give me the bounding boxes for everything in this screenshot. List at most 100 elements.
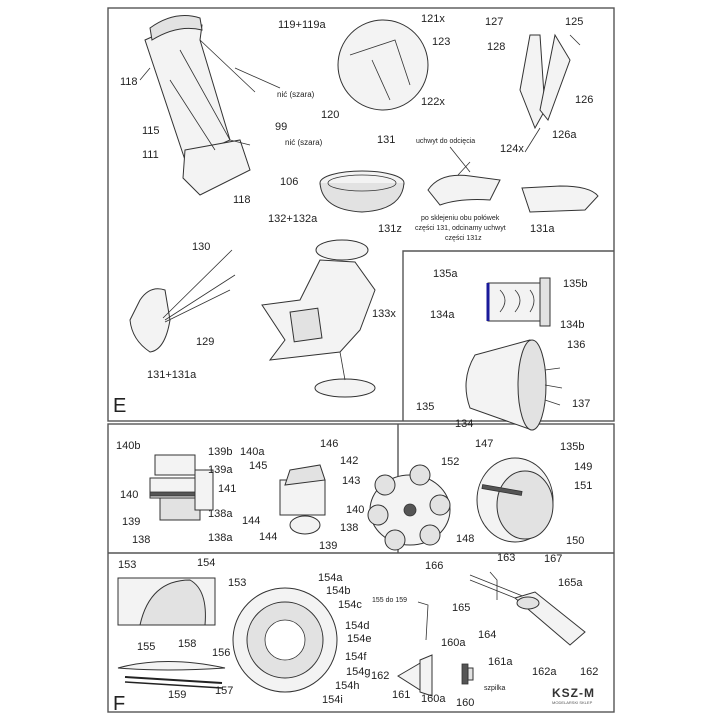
label-143: 143 [342,475,360,487]
leader-uchwyt [449,146,471,173]
label-161a: 161a [488,656,513,668]
part-129-drawing [129,249,236,353]
label-153-2: 153 [228,577,246,589]
ksz-m-logo: KSZ-M MODELARSKI SKLEP [552,686,595,705]
label-134: 134 [455,418,473,430]
label-151: 151 [574,480,592,492]
section-f-letter: F [113,693,125,715]
label-158: 158 [178,638,196,650]
label-166: 166 [425,560,443,572]
strut-165-drawing [469,571,586,646]
label-126: 126 [575,94,593,106]
label-145: 145 [249,460,267,472]
label-152: 152 [441,456,459,468]
label-139-2: 139 [319,540,337,552]
label-154a: 154a [318,572,343,584]
label-122x: 122x [421,96,445,108]
label-139b: 139b [208,446,232,458]
detail-119-lines [349,39,411,101]
label-139: 139 [122,516,140,528]
label-144-1: 144 [242,515,260,527]
label-154i: 154i [322,694,343,706]
label-162-right: 162 [580,666,598,678]
label-131z: 131z [378,223,402,235]
nacelle-133-drawing [261,239,376,398]
label-szpilka: szpilka [484,685,506,692]
label-121x: 121x [421,13,445,25]
label-131a: 131a [530,223,555,235]
note-line-3: części 131z [445,235,482,242]
label-111: 111 [142,149,159,161]
label-128: 128 [487,41,505,53]
label-nic-1: nić (szara) [277,90,315,99]
label-99: 99 [275,121,287,133]
label-140: 140 [120,489,138,501]
section-e-frame [107,7,615,422]
label-135b-bottom: 135b [560,441,584,453]
label-118-bottom: 118 [233,194,251,206]
label-156: 156 [212,647,230,659]
label-154-1: 154 [197,557,215,569]
label-159: 159 [168,689,186,701]
label-150: 150 [566,535,584,547]
label-123: 123 [432,36,450,48]
label-130: 130 [192,241,210,253]
label-155: 155 [137,641,155,653]
label-134a: 134a [430,309,455,321]
label-125: 125 [565,16,583,28]
label-160a-1: 160a [441,637,466,649]
label-138-2: 138 [340,522,358,534]
label-138: 138 [132,534,150,546]
label-133x: 133x [372,308,396,320]
label-127: 127 [485,16,503,28]
label-162a: 162a [532,666,557,678]
note-line-1: po sklejeniu obu połówek [421,215,500,222]
label-141: 141 [218,483,236,495]
label-161: 161 [392,689,410,701]
part-153-section-drawing [117,577,216,626]
label-165a: 165a [558,577,583,589]
label-137: 137 [572,398,590,410]
engine-134-perspective-drawing [465,339,563,431]
logo-text: KSZ-M [552,686,595,700]
label-119-119a: 119+119a [278,19,326,31]
engine-134-side-drawing [486,277,551,327]
label-nic-2: nić (szara) [285,138,323,147]
label-118-top: 118 [120,76,138,88]
label-165: 165 [452,602,470,614]
label-160a-2: 160a [421,693,446,705]
radial-engine-drawing [367,464,451,551]
label-129: 129 [196,336,214,348]
label-140-2: 140 [346,504,364,516]
label-153-1: 153 [118,559,136,571]
label-144-2: 144 [259,531,277,543]
part-131a-drawing [521,185,599,213]
label-140a: 140a [240,446,265,458]
label-154g: 154g [346,666,370,678]
label-154b: 154b [326,585,350,597]
label-148: 148 [456,533,474,545]
label-146: 146 [320,438,338,450]
detail-circle-119 [337,19,429,111]
label-126a: 126a [552,129,577,141]
label-160: 160 [456,697,474,709]
part-160-drawing [397,601,474,697]
spinner-half-with-handle [427,161,501,206]
label-131-131a: 131+131a [147,369,197,381]
strut-124-drawing [519,33,581,153]
label-162-left: 162 [371,670,389,682]
label-140b: 140b [116,440,140,452]
label-138a-1: 138a [208,508,233,520]
spinner-131-drawing [319,170,405,213]
assembly-138-drawing [149,454,214,521]
section-e-letter: E [113,395,126,417]
propeller-blade-drawing [117,661,226,689]
label-124x: 124x [500,143,524,155]
label-154h: 154h [335,680,359,692]
label-134b: 134b [560,319,584,331]
label-154e: 154e [347,633,371,645]
label-155-159: 155 do 159 [372,597,407,604]
label-157: 157 [215,685,233,697]
label-uchwyt: uchwyt do odcięcia [416,138,475,145]
